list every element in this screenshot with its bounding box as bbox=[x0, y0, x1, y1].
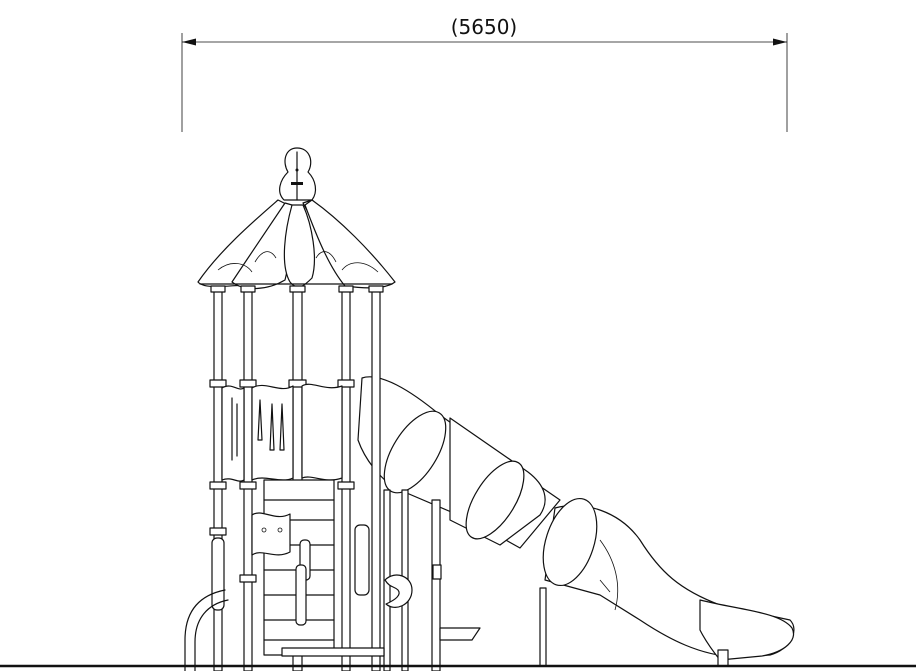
post-cap-2 bbox=[240, 285, 256, 293]
slide-end-support bbox=[717, 649, 729, 667]
clamp-5 bbox=[209, 481, 227, 490]
roof-cutout-1 bbox=[217, 263, 253, 273]
spiral-element bbox=[384, 574, 413, 608]
clamp-6 bbox=[239, 481, 257, 490]
panel-slot-3 bbox=[257, 399, 263, 441]
clamp-1 bbox=[209, 379, 227, 388]
upper-panel-left bbox=[221, 385, 245, 482]
finial-bracket bbox=[291, 182, 303, 185]
post-2 bbox=[243, 287, 253, 671]
right-post-c bbox=[431, 499, 441, 671]
step-platform bbox=[439, 627, 481, 641]
mid-panel-hole-2 bbox=[277, 527, 283, 533]
post-cap-1 bbox=[210, 285, 226, 293]
lower-section bbox=[184, 479, 481, 671]
finial-bolt bbox=[295, 168, 299, 172]
slide-inner-curve bbox=[599, 539, 619, 611]
curved-rail-inner bbox=[194, 599, 229, 671]
dimension-arrow-right bbox=[773, 38, 787, 46]
post-cap-5 bbox=[368, 285, 384, 293]
clamp-4 bbox=[337, 379, 355, 388]
upper-panel bbox=[221, 383, 343, 482]
roof-cutout-3 bbox=[315, 251, 337, 263]
slide-tube-collar-middle bbox=[465, 460, 525, 540]
slide-support-post bbox=[539, 587, 547, 667]
post-cap-3 bbox=[289, 285, 306, 293]
clamp-3 bbox=[288, 379, 307, 388]
clamp-7 bbox=[337, 481, 355, 490]
overall-width-label: (5650) bbox=[451, 15, 518, 39]
clamp-9 bbox=[239, 574, 257, 583]
base-deck bbox=[281, 647, 385, 657]
post-1 bbox=[213, 287, 223, 671]
mid-panel-hole-1 bbox=[261, 527, 267, 533]
slide-exit-chute bbox=[699, 599, 794, 661]
post-cap-4 bbox=[338, 285, 354, 293]
handle-lower bbox=[295, 564, 307, 626]
dimension-arrow-left bbox=[182, 38, 196, 46]
post-4 bbox=[341, 287, 351, 671]
roof-panel-right-outer bbox=[304, 199, 396, 289]
roof bbox=[197, 147, 396, 290]
handle-right bbox=[354, 524, 370, 596]
slide-tube-collar-bottom bbox=[542, 497, 598, 587]
post-5 bbox=[371, 287, 381, 671]
slide-tube-collar-top bbox=[383, 410, 447, 494]
handle-left bbox=[211, 537, 225, 611]
roof-cutout-2 bbox=[254, 251, 277, 263]
curved-rail-outer bbox=[184, 589, 226, 671]
clamp-2 bbox=[239, 379, 257, 388]
roof-cutout-4 bbox=[341, 262, 379, 273]
right-bracket bbox=[432, 564, 442, 580]
clamp-8 bbox=[209, 527, 227, 536]
upper-panel-right bbox=[301, 383, 343, 481]
panel-slot-4 bbox=[269, 403, 275, 451]
panel-slot-5 bbox=[279, 403, 285, 451]
slide-mark bbox=[599, 579, 611, 593]
overall-width-dimension: (5650) bbox=[181, 15, 788, 132]
mid-panel bbox=[251, 512, 291, 556]
